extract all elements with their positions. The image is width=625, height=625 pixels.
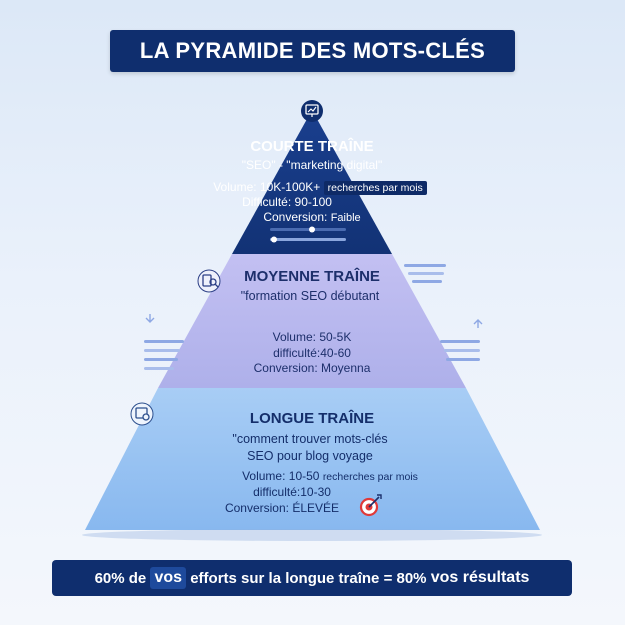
tier-middle-conversion: Conversion: Moyenna: [253, 361, 371, 375]
target-icon: [359, 494, 382, 517]
tier-middle-shape: [158, 254, 466, 388]
decor-lines-right: [440, 319, 483, 361]
tier-middle-volume: Volume: 50-5K: [272, 330, 352, 344]
tier-bottom-example-2: SEO pour blog voyage: [247, 449, 373, 463]
decor-lines-left: [144, 314, 184, 370]
target-document-icon: [130, 402, 154, 426]
tier-top-conversion: Conversion: Faible: [263, 210, 361, 224]
search-document-icon: [197, 269, 221, 293]
tier-bottom-example-1: "comment trouver mots-clés: [232, 432, 388, 446]
summary-banner: 60% de vos efforts sur la longue traîne …: [52, 560, 572, 596]
tier-top-example: "SEO" - "marketing digital": [241, 158, 383, 172]
tier-top-volume: Volume: 10K-100K+ recherches par mois: [190, 180, 450, 195]
tier-middle-example: "formation SEO débutant: [240, 289, 380, 303]
tier-bottom-volume: Volume: 10-50 recherches par mois: [242, 469, 418, 483]
decor-lines-right-top: [404, 264, 446, 283]
tier-bottom-conversion: Conversion: ÉLEVÉE: [224, 501, 340, 515]
chart-monitor-icon: [301, 100, 323, 122]
tier-top-difficulty: Difficulté: 90-100: [242, 195, 332, 209]
page-title: LA PYRAMIDE DES MOTS-CLÉS: [139, 38, 486, 63]
tier-bottom-shape: [85, 388, 540, 530]
tier-bottom-title: LONGUE TRAÎNE: [249, 410, 375, 427]
tier-top-title: COURTE TRAÎNE: [250, 138, 374, 155]
tier-top-shape: [232, 110, 392, 254]
tier-middle-difficulty: difficulté:40-60: [273, 346, 351, 360]
tier-middle-title: MOYENNE TRAÎNE: [244, 268, 380, 285]
title-banner: LA PYRAMIDE DES MOTS-CLÉS: [110, 30, 515, 72]
tier-bottom-difficulty: difficulté:10-30: [253, 485, 331, 499]
